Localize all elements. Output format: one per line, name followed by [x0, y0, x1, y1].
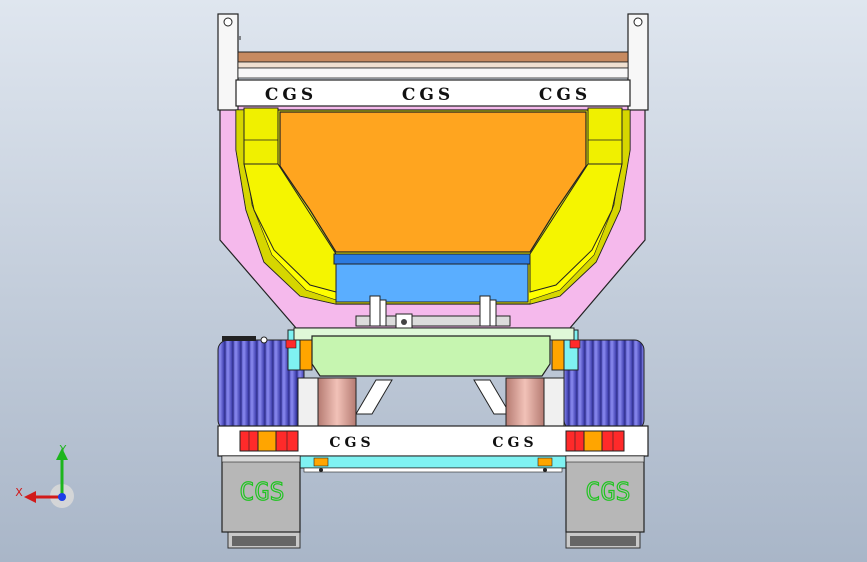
top-banner-label-left: CGS: [265, 85, 317, 105]
mudflap-label-right: CGS: [585, 477, 630, 506]
blue-floor-block: [333, 253, 531, 303]
liner-diagonal-right: [529, 163, 623, 293]
lower-frame: [299, 455, 567, 473]
tail-light-left: [239, 430, 299, 452]
diagonal-support-right: [473, 379, 511, 415]
strut-right: [505, 377, 565, 427]
top-banner: [235, 79, 631, 107]
top-banner-label-center: CGS: [402, 85, 454, 105]
chassis-red-markers: [285, 339, 581, 349]
liner-diagonal-left: [243, 163, 337, 293]
strut-left: [297, 377, 357, 427]
orange-inner-bed: [279, 111, 587, 253]
y-axis-arrowhead-icon: [56, 448, 68, 460]
mudflap-label-left: CGS: [239, 477, 284, 506]
top-rails: [237, 51, 629, 79]
top-banner-label-right: CGS: [539, 85, 591, 105]
bumper-label-right: CGS: [492, 435, 537, 451]
bumper-label-left: CGS: [329, 435, 374, 451]
mudflap-left: [221, 455, 301, 533]
z-axis-dot: [58, 493, 66, 501]
diagonal-support-left: [355, 379, 393, 415]
liner-corner-right: [587, 107, 623, 165]
axis-triad[interactable]: [24, 448, 74, 508]
y-axis-label: Y: [59, 443, 67, 456]
x-axis-arrowhead-icon: [24, 491, 36, 503]
tail-hinge-assembly: [355, 295, 511, 344]
mudflap-right: [565, 455, 645, 533]
right-upright-post: [627, 13, 649, 111]
green-axle-housing: [311, 335, 551, 377]
x-axis-label: X: [15, 486, 23, 499]
tail-light-right: [565, 430, 625, 452]
side-marker-bracket: [222, 336, 268, 344]
left-upright-post: [217, 13, 241, 111]
liner-corner-left: [243, 107, 279, 165]
